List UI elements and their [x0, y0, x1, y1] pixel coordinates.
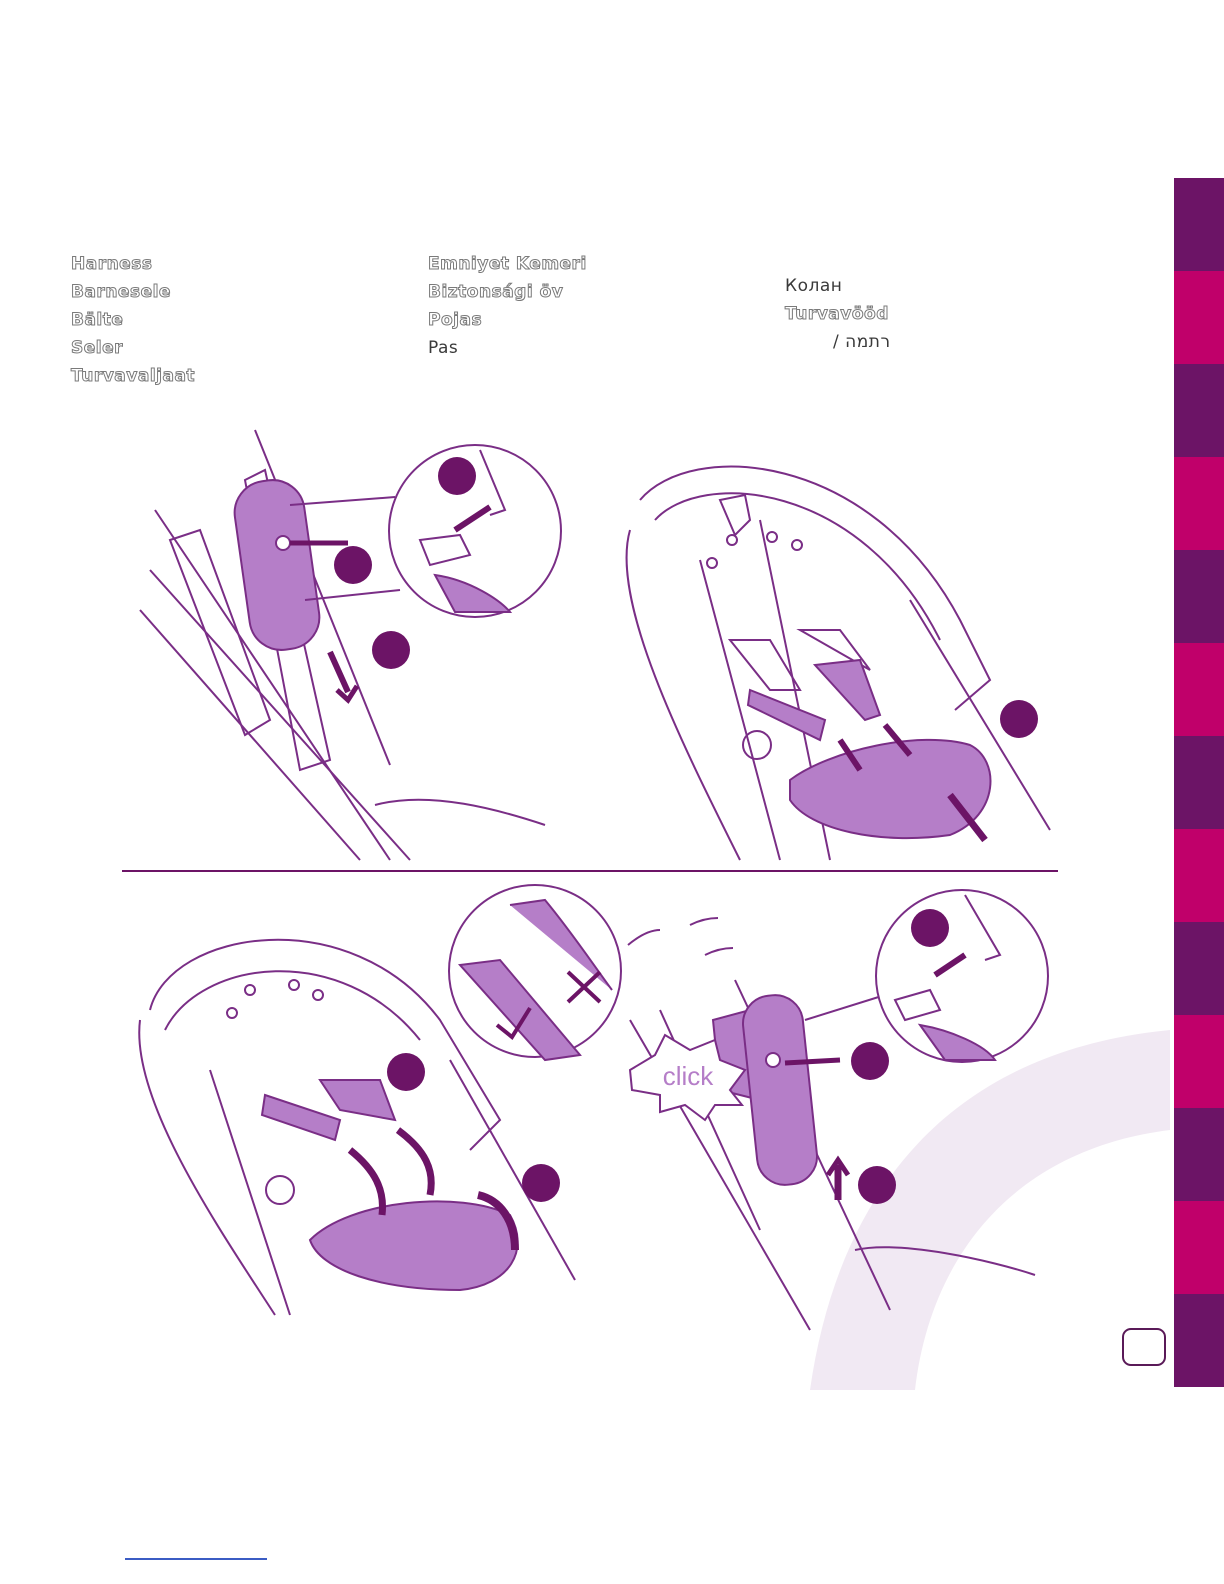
tab-block: [1174, 1015, 1224, 1108]
tab-block: [1174, 643, 1224, 736]
tab-block: [1174, 550, 1224, 643]
label-pojas: Pojas: [428, 306, 587, 334]
step-marker: [372, 631, 410, 669]
step-marker: [1000, 700, 1038, 738]
labels-column-2: Emniyet Kemeri Biztonsági öv Pojas Pas: [428, 250, 587, 362]
tab-block: [1174, 1294, 1224, 1387]
label-seler: Seler: [71, 334, 195, 362]
step-marker: [858, 1166, 896, 1204]
label-kolan: Колан: [785, 272, 891, 300]
tab-block: [1174, 922, 1224, 1015]
panel-3-thread-straps: [139, 885, 621, 1315]
labels-column-1: Harness Barnesele Bälte Seler Turvavalja…: [71, 250, 195, 390]
step-marker: [911, 909, 949, 947]
click-label: click: [663, 1061, 715, 1091]
step-marker: [522, 1164, 560, 1202]
tab-block: [1174, 1108, 1224, 1201]
label-biztonsagi-ov: Biztonsági öv: [428, 278, 587, 306]
tab-block: [1174, 178, 1224, 271]
step-marker: [851, 1042, 889, 1080]
labels-column-3: Колан Turvavööd / רתמה: [785, 272, 891, 356]
label-turvavood: Turvavööd: [785, 300, 891, 328]
step-marker: [438, 457, 476, 495]
tab-block: [1174, 736, 1224, 829]
step-marker: [387, 1053, 425, 1091]
label-balte: Bälte: [71, 306, 195, 334]
label-turvavaljaat: Turvavaljaat: [71, 362, 195, 390]
tab-block: [1174, 271, 1224, 364]
step-marker: [334, 546, 372, 584]
tab-block: [1174, 829, 1224, 922]
language-tab-strip: [1174, 178, 1224, 1387]
tab-block: [1174, 457, 1224, 550]
watermark-swoosh: [810, 1030, 1170, 1390]
panel-2-seat-flap: [627, 467, 1050, 860]
label-barnesele: Barnesele: [71, 278, 195, 306]
panel-1-release-buckle: [140, 430, 561, 860]
page-number-box: [1122, 1328, 1166, 1366]
label-pas: Pas: [428, 334, 587, 362]
tab-block: [1174, 1201, 1224, 1294]
label-harness: Harness: [71, 250, 195, 278]
footer-rule: [125, 1558, 267, 1560]
label-emniyet-kemeri: Emniyet Kemeri: [428, 250, 587, 278]
tab-block: [1174, 364, 1224, 457]
label-hebrew-harness: / רתמה: [785, 328, 891, 356]
